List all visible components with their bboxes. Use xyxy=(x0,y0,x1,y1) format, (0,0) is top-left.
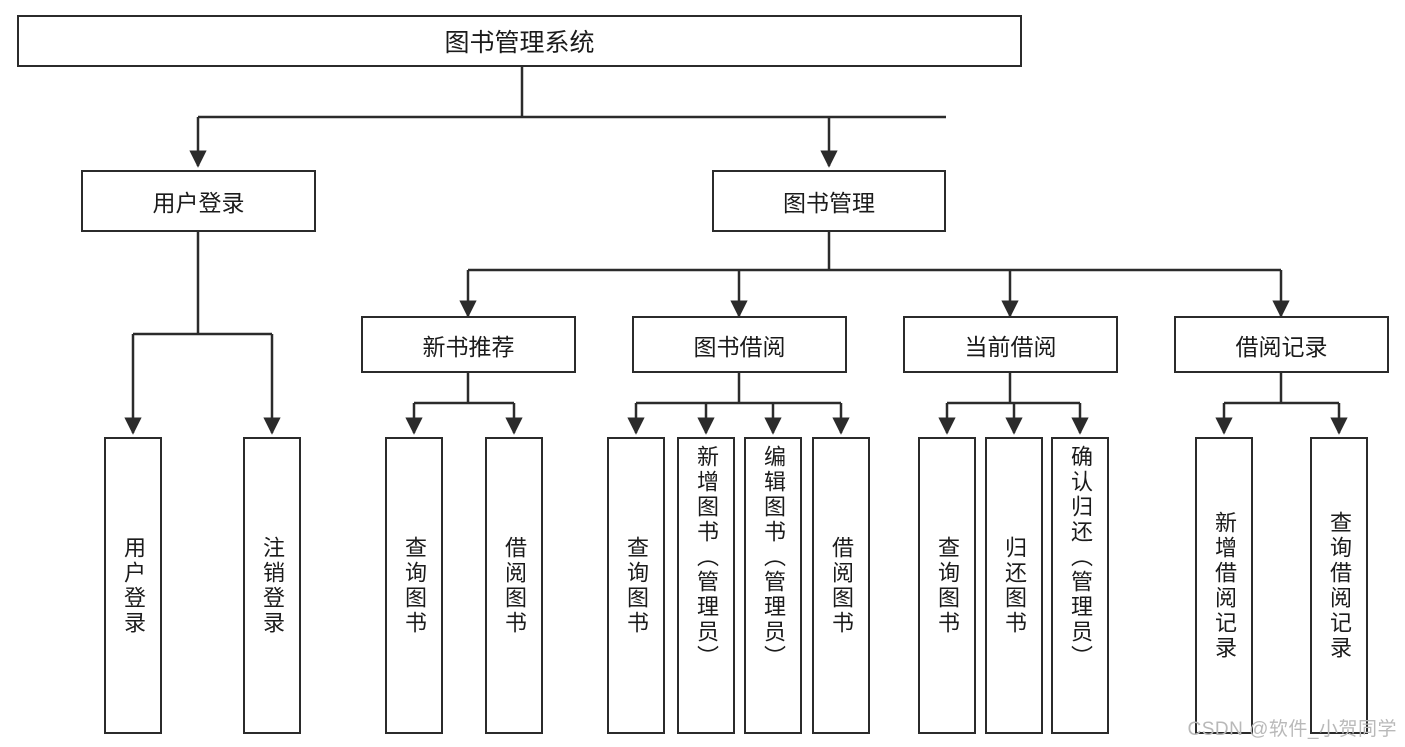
node-leaf-query-book-1[interactable]: 查询图书 xyxy=(385,437,443,734)
node-leaf-confirm-return-admin[interactable]: 确认归还（管理员） xyxy=(1051,437,1109,734)
node-label: 当前借阅 xyxy=(964,333,1057,360)
node-label: 查询图书 xyxy=(935,535,960,636)
node-leaf-borrow-book-1[interactable]: 借阅图书 xyxy=(485,437,543,734)
node-user-login[interactable]: 用户登录 xyxy=(81,170,316,232)
watermark-text: CSDN @软件_小贺同学 xyxy=(1187,719,1397,740)
node-book-borrow[interactable]: 图书借阅 xyxy=(632,316,847,373)
node-label: 查询借阅记录 xyxy=(1327,510,1352,661)
node-leaf-return-book[interactable]: 归还图书 xyxy=(985,437,1043,734)
node-book-management-system[interactable]: 图书管理系统 xyxy=(17,15,1022,67)
node-leaf-query-borrow-record[interactable]: 查询借阅记录 xyxy=(1310,437,1368,734)
node-leaf-borrow-book-2[interactable]: 借阅图书 xyxy=(812,437,870,734)
node-label: 查询图书 xyxy=(402,535,427,636)
node-label: 用户登录 xyxy=(152,190,245,216)
node-new-book-recommend[interactable]: 新书推荐 xyxy=(361,316,576,373)
node-label: 编辑图书（管理员） xyxy=(761,445,786,670)
node-label: 确认归还（管理员） xyxy=(1068,445,1093,670)
node-leaf-query-book-2[interactable]: 查询图书 xyxy=(607,437,665,734)
node-leaf-add-book-admin[interactable]: 新增图书（管理员） xyxy=(677,437,735,734)
node-leaf-edit-book-admin[interactable]: 编辑图书（管理员） xyxy=(744,437,802,734)
node-label: 新书推荐 xyxy=(422,333,515,360)
node-label: 新增借阅记录 xyxy=(1212,510,1237,661)
node-label: 借阅记录 xyxy=(1235,333,1328,360)
node-leaf-query-book-3[interactable]: 查询图书 xyxy=(918,437,976,734)
node-label: 借阅图书 xyxy=(829,535,854,636)
node-current-borrow[interactable]: 当前借阅 xyxy=(903,316,1118,373)
node-borrow-record[interactable]: 借阅记录 xyxy=(1174,316,1389,373)
node-label: 新增图书（管理员） xyxy=(694,445,719,670)
node-label: 图书管理系统 xyxy=(444,29,595,57)
node-label: 注销登录 xyxy=(260,535,285,636)
node-book-manage[interactable]: 图书管理 xyxy=(712,170,946,232)
node-label: 归还图书 xyxy=(1002,535,1027,636)
node-label: 图书管理 xyxy=(783,190,875,216)
node-leaf-logout-login[interactable]: 注销登录 xyxy=(243,437,301,734)
node-label: 查询图书 xyxy=(624,535,649,636)
node-label: 图书借阅 xyxy=(693,333,786,360)
node-label: 用户登录 xyxy=(121,535,146,636)
node-label: 借阅图书 xyxy=(502,535,527,636)
node-leaf-add-borrow-record[interactable]: 新增借阅记录 xyxy=(1195,437,1253,734)
node-leaf-user-login[interactable]: 用户登录 xyxy=(104,437,162,734)
